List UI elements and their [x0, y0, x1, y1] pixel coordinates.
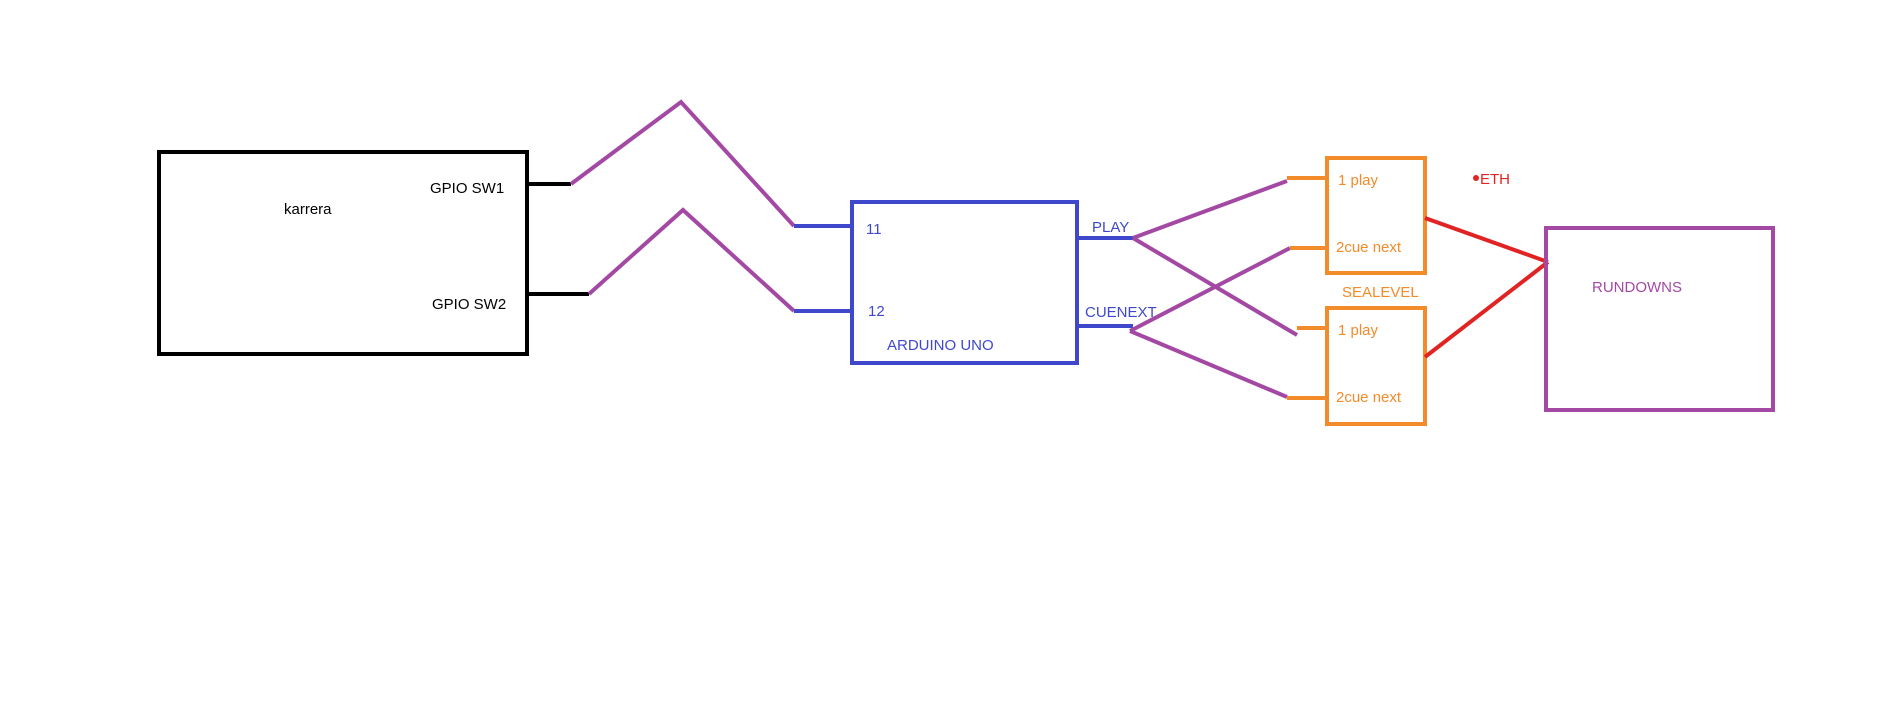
wire-sw2-to-pin12 [587, 207, 796, 313]
play-label: PLAY [1092, 219, 1130, 236]
rundowns-box [1544, 226, 1775, 412]
cuenext-label: CUENEXT [1085, 304, 1157, 321]
wire-sw1-to-pin11 [569, 99, 796, 228]
karrera-box [157, 150, 529, 356]
arduino-pin-11-label: 11 [866, 221, 882, 238]
wire-cuenext-to-bottom-cue [1129, 329, 1288, 399]
arduino-pin-12-label: 12 [868, 303, 885, 320]
sealevel-top-cue-next-label: 2cue next [1336, 239, 1402, 256]
sealevel-label: SEALEVEL [1342, 284, 1419, 301]
gpio-sw2-label: GPIO SW2 [432, 296, 507, 313]
sealevel-bottom-play-label: 1 play [1338, 322, 1379, 339]
karrera-label: karrera [284, 201, 332, 218]
arduino-box [850, 200, 1079, 365]
wire-cuenext-to-top-cue [1129, 246, 1291, 333]
arduino-uno-label: ARDUINO UNO [887, 337, 994, 354]
gpio-sw1-label: GPIO SW1 [430, 180, 505, 197]
sealevel-top-play-label: 1 play [1338, 172, 1379, 189]
sealevel-bottom-box [1325, 306, 1427, 426]
sealevel-top-box [1325, 156, 1427, 275]
sealevel-bottom-cue-next-label: 2cue next [1336, 389, 1402, 406]
eth-dot [1473, 175, 1479, 181]
eth-link-bottom [1423, 260, 1550, 359]
wire-play-to-top-play [1132, 179, 1288, 240]
eth-link-top [1424, 216, 1549, 264]
rundowns-label: RUNDOWNS [1592, 279, 1682, 296]
eth-label: ETH [1480, 171, 1510, 188]
